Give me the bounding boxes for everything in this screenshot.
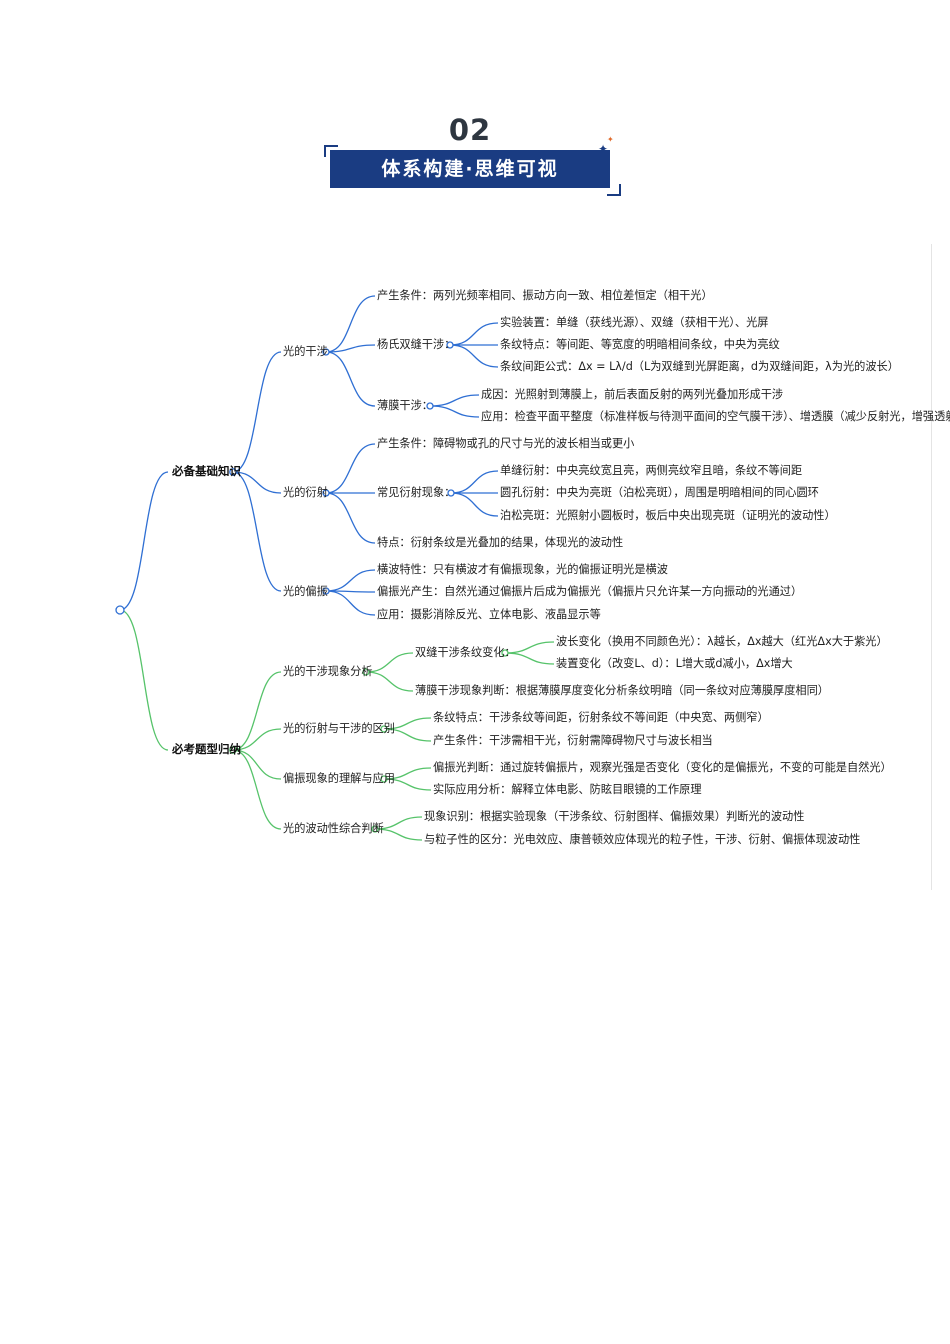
leaf-thin-film-application: 应用：检查平面平整度（标准样板与待测平面间的空气膜干涉）、增透膜（减少反射光，增… [481, 410, 950, 423]
connector-line [365, 671, 414, 692]
topic-polarization: 光的偏振 [283, 585, 328, 598]
connector-line [504, 652, 555, 665]
connector-line [325, 344, 376, 353]
leaf-fringe-comparison: 条纹特点：干涉条纹等间距，衍射条纹不等间距（中央宽、两侧窄） [433, 711, 769, 724]
branch-basic-knowledge: 必备基础知识 [172, 464, 241, 478]
link-polarization [232, 471, 282, 592]
topic-interference: 光的干涉 [283, 345, 328, 358]
leaf-polarization-application: 应用：摄影消除反光、立体电影、液晶显示等 [377, 608, 601, 621]
link-wave-nature [232, 749, 282, 830]
leaf-young-apparatus: 实验装置：单缝（获线光源）、双缝（获相干光）、光屏 [500, 316, 769, 329]
section-title: 体系构建·思维可视 [330, 150, 610, 188]
connector-line [449, 322, 499, 346]
node-circle [426, 402, 434, 410]
sparkle-small-icon: ✦ [607, 135, 614, 144]
connector-line [429, 394, 480, 407]
topic-interference-analysis: 光的干涉现象分析 [283, 665, 373, 678]
connector-line [325, 492, 376, 544]
connector-line [325, 351, 376, 407]
link-interference [232, 351, 282, 473]
leaf-wavelength-change: 波长变化（换用不同颜色光）：λ越长，Δx越大（红光Δx大于紫光） [556, 635, 888, 648]
branch-links-exam [119, 609, 555, 841]
root-to-basic-link [119, 471, 169, 611]
connector-line [383, 728, 432, 742]
connector-line [429, 405, 480, 418]
leaf-young-fringe-features: 条纹特点：等间距、等宽度的明暗相间条纹，中央为亮纹 [500, 338, 780, 351]
node-circle [446, 341, 454, 349]
section-number: 02 [448, 113, 492, 147]
leaf-phenomenon-identification: 现象识别：根据实验现象（干涉条纹、衍射图样、偏振效果）判断光的波动性 [424, 810, 805, 823]
node-circle [501, 649, 509, 657]
leaf-particle-distinction: 与粒子性的区分：光电效应、康普顿效应体现光的粒子性，干涉、衍射、偏振体现波动性 [424, 833, 861, 846]
connector-line [450, 492, 499, 517]
root-to-exam-link [119, 609, 169, 751]
topic-polarization-understanding: 偏振现象的理解与应用 [283, 772, 395, 785]
connector-line [325, 590, 376, 616]
banner-bracket-bottom-right [607, 184, 621, 196]
link-diffraction-vs-interference [232, 728, 282, 751]
connector-line [449, 344, 499, 368]
connector-line [374, 828, 423, 841]
connector-line [325, 443, 376, 494]
connector-line [325, 295, 376, 353]
node-circle [322, 489, 330, 497]
node-circle [229, 468, 237, 476]
connector-line [325, 569, 376, 592]
leaf-diffraction-condition: 产生条件：障碍物或孔的尺寸与光的波长相当或更小 [377, 437, 635, 450]
leaf-practical-application: 实际应用分析：解释立体电影、防眩目眼镜的工作原理 [433, 783, 702, 796]
node-circle [380, 775, 388, 783]
leaf-thin-film-judgement: 薄膜干涉现象判断：根据薄膜厚度变化分析条纹明暗（同一条纹对应薄膜厚度相同） [415, 684, 829, 697]
link-polarization-understanding [232, 749, 282, 780]
node-circle [229, 746, 237, 754]
link-diffraction [232, 471, 282, 494]
branch-links-basic [119, 295, 499, 616]
connector-line [365, 652, 414, 673]
leaf-thin-film-cause: 成因：光照射到薄膜上，前后表面反射的两列光叠加形成干涉 [481, 388, 784, 401]
root-node-circle [115, 605, 125, 615]
leaf-poisson-spot: 泊松亮斑：光照射小圆板时，板后中央出现亮斑（证明光的波动性） [500, 509, 836, 522]
leaf-young-spacing-formula: 条纹间距公式：Δx = Lλ/d（L为双缝到光屏距离，d为双缝间距，λ为光的波长… [500, 360, 899, 373]
leaf-interference-condition: 产生条件：两列光频率相同、振动方向一致、相位差恒定（相干光） [377, 289, 713, 302]
node-circle [447, 489, 455, 497]
leaf-single-slit: 单缝衍射：中央亮纹宽且亮，两侧亮纹窄且暗，条纹不等间距 [500, 464, 803, 477]
section-banner: 体系构建·思维可视 ✦ ✦ [320, 135, 625, 198]
leaf-polarized-light-generation: 偏振光产生：自然光通过偏振片后成为偏振光（偏振片只允许某一方向振动的光通过） [377, 585, 803, 598]
banner-bracket-top-left [324, 145, 338, 157]
sparkle-icon: ✦ [598, 142, 609, 156]
node-circle [380, 725, 388, 733]
node-circle [362, 668, 370, 676]
subtopic-young-double-slit: 杨氏双缝干涉： [377, 338, 456, 351]
node-circle [322, 348, 330, 356]
branch-exam-types: 必考题型归纳 [172, 742, 241, 756]
leaf-circular-hole: 圆孔衍射：中央为亮斑（泊松亮斑），周围是明暗相间的同心圆环 [500, 486, 819, 499]
leaf-apparatus-change: 装置变化（改变L、d）：L增大或d减小，Δx增大 [556, 657, 793, 670]
topic-diffraction: 光的衍射 [283, 486, 328, 499]
topic-wave-nature-judgement: 光的波动性综合判断 [283, 822, 384, 835]
leaf-condition-comparison: 产生条件：干涉需相干光，衍射需障碍物尺寸与波长相当 [433, 734, 713, 747]
node-circle [371, 825, 379, 833]
mindmap-node-circles [115, 341, 509, 833]
leaf-polarized-light-judgement: 偏振光判断：通过旋转偏振片，观察光强是否变化（变化的是偏振光，不变的可能是自然光… [433, 761, 892, 774]
subtopic-common-diffraction: 常见衍射现象： [377, 486, 456, 499]
connector-line [383, 778, 432, 791]
page-edge-line [931, 244, 932, 890]
subtopic-double-slit-changes: 双缝干涉条纹变化： [415, 646, 516, 659]
link-interference-analysis [232, 671, 282, 751]
leaf-diffraction-feature: 特点：衍射条纹是光叠加的结果，体现光的波动性 [377, 536, 624, 549]
topic-diffraction-vs-interference: 光的衍射与干涉的区别 [283, 722, 395, 735]
subtopic-thin-film: 薄膜干涉： [377, 399, 433, 412]
leaf-transverse-wave: 横波特性：只有横波才有偏振现象，光的偏振证明光是横波 [377, 563, 668, 576]
connector-line [450, 470, 499, 494]
node-circle [322, 587, 330, 595]
